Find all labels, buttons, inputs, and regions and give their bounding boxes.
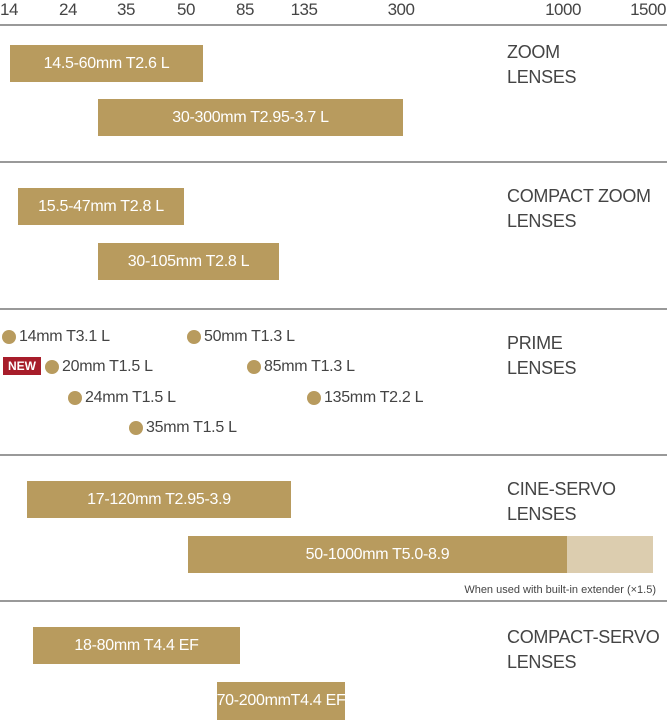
axis-tick: 50 bbox=[177, 0, 195, 19]
axis-tick: 24 bbox=[59, 0, 77, 19]
dot-icon bbox=[129, 421, 143, 435]
lens-bar[interactable]: 30-105mm T2.8 L bbox=[98, 243, 279, 280]
lens-label: 20mm T1.5 L bbox=[62, 358, 153, 375]
prime-lens[interactable]: 50mm T1.3 L bbox=[187, 328, 295, 346]
axis-line bbox=[0, 24, 667, 26]
lens-label: 85mm T1.3 L bbox=[264, 358, 355, 375]
title-line: LENSES bbox=[507, 358, 577, 378]
lens-bar[interactable]: 50-1000mm T5.0-8.9 bbox=[188, 536, 567, 573]
section-title-compact-servo: COMPACT-SERVO LENSES bbox=[507, 625, 660, 675]
dot-icon bbox=[307, 391, 321, 405]
lens-bar[interactable]: 30-300mm T2.95-3.7 L bbox=[98, 99, 403, 136]
title-line: CINE-SERVO bbox=[507, 479, 616, 499]
title-line: ZOOM bbox=[507, 42, 560, 62]
axis-tick: 35 bbox=[117, 0, 135, 19]
lens-label: 35mm T1.5 L bbox=[146, 419, 237, 436]
lens-bar[interactable]: 15.5-47mm T2.8 L bbox=[18, 188, 184, 225]
title-line: COMPACT ZOOM bbox=[507, 186, 651, 206]
divider bbox=[0, 161, 667, 163]
axis-tick: 135 bbox=[290, 0, 318, 19]
title-line: LENSES bbox=[507, 504, 577, 524]
dot-icon bbox=[247, 360, 261, 374]
dot-icon bbox=[187, 330, 201, 344]
title-line: COMPACT-SERVO bbox=[507, 627, 660, 647]
axis-tick: 1000 bbox=[545, 0, 581, 19]
axis-tick: 1500 bbox=[630, 0, 666, 19]
divider bbox=[0, 308, 667, 310]
section-title-cine-servo: CINE-SERVO LENSES bbox=[507, 477, 616, 527]
lens-bar[interactable]: 18-80mm T4.4 EF bbox=[33, 627, 240, 664]
lens-bar[interactable]: 17-120mm T2.95-3.9 bbox=[27, 481, 291, 518]
new-badge: NEW bbox=[3, 357, 41, 375]
lens-label: 50mm T1.3 L bbox=[204, 328, 295, 345]
lens-label: 24mm T1.5 L bbox=[85, 389, 176, 406]
extender-note: When used with built-in extender (×1.5) bbox=[464, 584, 656, 596]
divider bbox=[0, 454, 667, 456]
prime-lens[interactable]: 24mm T1.5 L bbox=[68, 389, 176, 407]
section-title-zoom: ZOOM LENSES bbox=[507, 40, 577, 90]
lens-label: 14mm T3.1 L bbox=[19, 328, 110, 345]
axis-tick: 300 bbox=[387, 0, 415, 19]
lens-bar[interactable]: 14.5-60mm T2.6 L bbox=[10, 45, 203, 82]
title-line: LENSES bbox=[507, 211, 577, 231]
dot-icon bbox=[68, 391, 82, 405]
prime-lens[interactable]: 85mm T1.3 L bbox=[247, 358, 355, 376]
prime-lens[interactable]: 20mm T1.5 L bbox=[45, 358, 153, 376]
lens-label: 135mm T2.2 L bbox=[324, 389, 424, 406]
dot-icon bbox=[2, 330, 16, 344]
prime-lens[interactable]: 14mm T3.1 L bbox=[2, 328, 110, 346]
lens-bar[interactable]: 70-200mmT4.4 EF bbox=[217, 682, 346, 720]
prime-lens[interactable]: 35mm T1.5 L bbox=[129, 419, 237, 437]
divider bbox=[0, 600, 667, 602]
axis-tick: 85 bbox=[236, 0, 254, 19]
title-line: PRIME bbox=[507, 333, 563, 353]
section-title-prime: PRIME LENSES bbox=[507, 331, 577, 381]
title-line: LENSES bbox=[507, 652, 577, 672]
section-title-compact-zoom: COMPACT ZOOM LENSES bbox=[507, 184, 651, 234]
axis-tick: 14 bbox=[0, 0, 18, 19]
prime-lens[interactable]: 135mm T2.2 L bbox=[307, 389, 424, 407]
dot-icon bbox=[45, 360, 59, 374]
title-line: LENSES bbox=[507, 67, 577, 87]
